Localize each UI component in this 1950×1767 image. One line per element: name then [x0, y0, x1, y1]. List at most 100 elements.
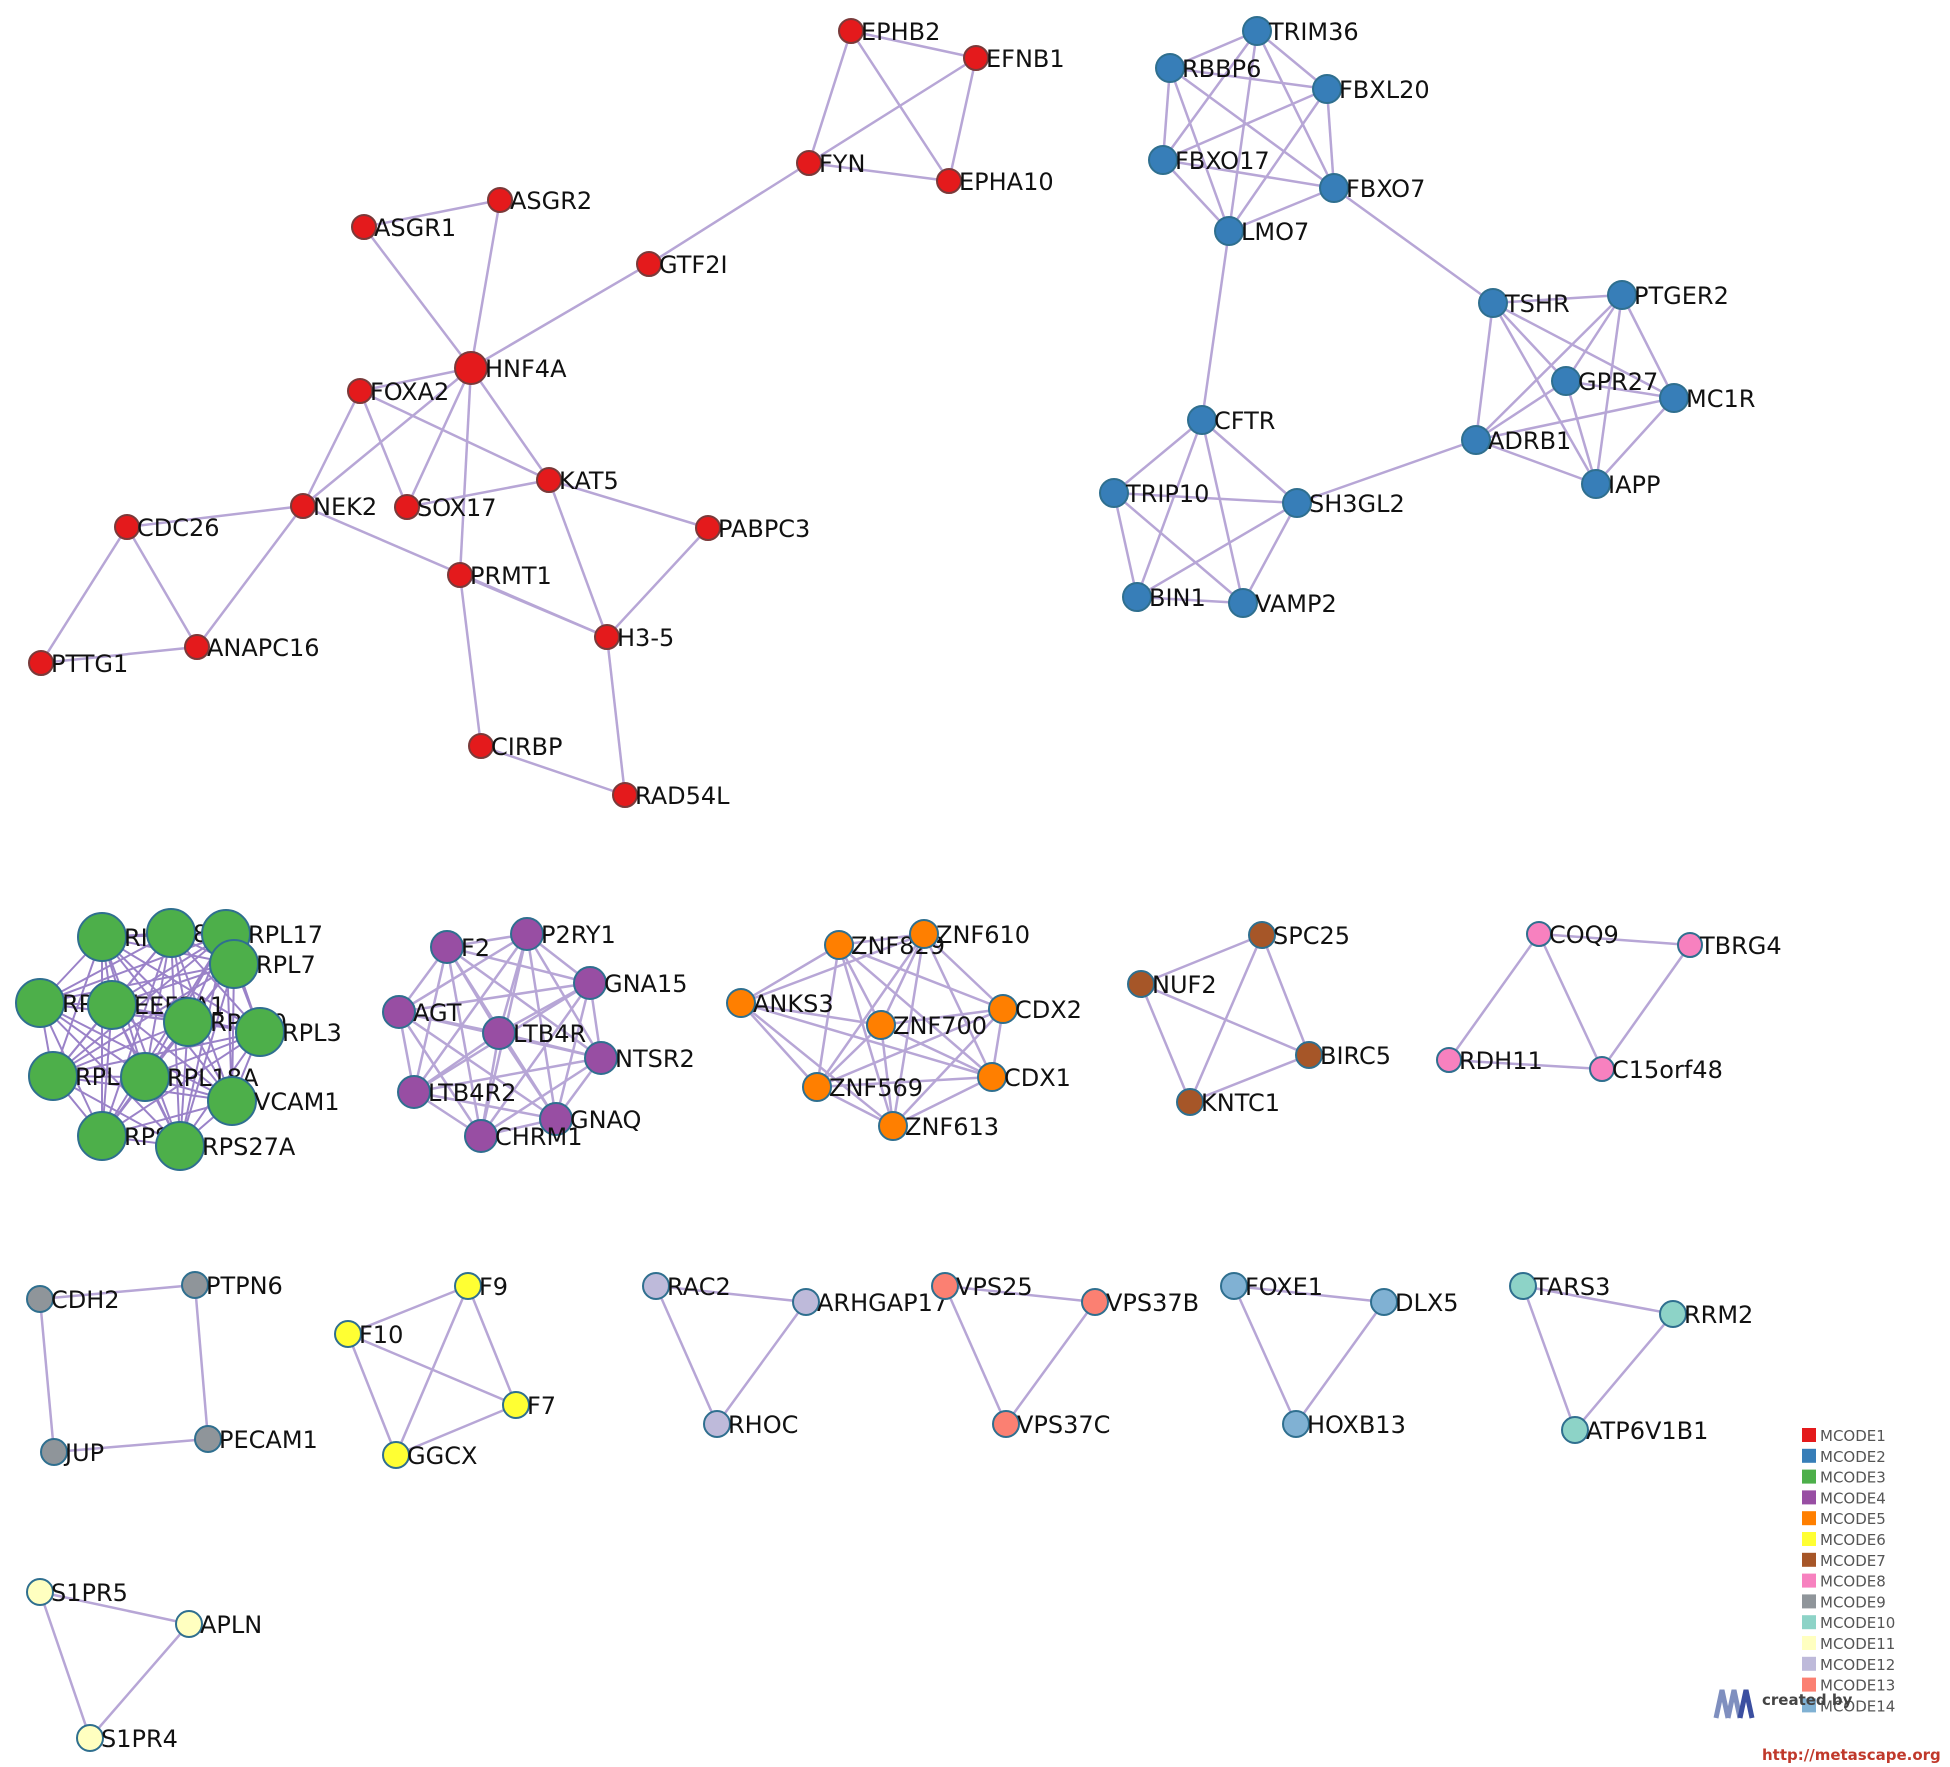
node-circle[interactable]	[454, 351, 488, 385]
node-circle[interactable]	[76, 1724, 104, 1752]
node-tbrg4[interactable]: TBRG4	[1677, 932, 1782, 960]
node-iapp[interactable]: IAPP	[1581, 469, 1660, 499]
node-vps37c[interactable]: VPS37C	[992, 1410, 1110, 1439]
node-gnaq[interactable]: GNAQ	[539, 1102, 641, 1136]
node-circle[interactable]	[1220, 1272, 1248, 1300]
node-anapc16[interactable]: ANAPC16	[184, 634, 320, 662]
node-circle[interactable]	[347, 378, 373, 404]
node-circle[interactable]	[1319, 173, 1349, 203]
node-circle[interactable]	[573, 966, 607, 1000]
node-circle[interactable]	[1589, 1056, 1615, 1082]
node-asgr1[interactable]: ASGR1	[351, 214, 456, 242]
node-circle[interactable]	[1099, 478, 1129, 508]
node-circle[interactable]	[1677, 932, 1703, 958]
node-s1pr5[interactable]: S1PR5	[26, 1578, 128, 1607]
node-rpl18a[interactable]: RPL18A	[120, 1052, 259, 1102]
node-epha10[interactable]: EPHA10	[936, 168, 1054, 196]
node-circle[interactable]	[454, 1272, 482, 1300]
node-circle[interactable]	[866, 1010, 896, 1040]
node-circle[interactable]	[1282, 488, 1312, 518]
node-spc25[interactable]: SPC25	[1248, 921, 1350, 950]
node-c15orf48[interactable]: C15orf48	[1589, 1056, 1723, 1084]
node-cirbp[interactable]: CIRBP	[468, 733, 562, 761]
node-circle[interactable]	[235, 1007, 285, 1057]
credit-url[interactable]: http://metascape.org	[1762, 1746, 1941, 1764]
node-circle[interactable]	[502, 1391, 530, 1419]
node-circle[interactable]	[1127, 970, 1155, 998]
node-circle[interactable]	[977, 1062, 1007, 1092]
node-circle[interactable]	[207, 1076, 257, 1126]
node-znf569[interactable]: ZNF569	[802, 1072, 923, 1102]
node-atp6v1b1[interactable]: ATP6V1B1	[1561, 1416, 1708, 1445]
node-circle[interactable]	[1509, 1272, 1537, 1300]
node-circle[interactable]	[539, 1102, 573, 1136]
node-pecam1[interactable]: PECAM1	[194, 1425, 318, 1454]
node-circle[interactable]	[1214, 216, 1244, 246]
node-circle[interactable]	[382, 995, 416, 1029]
node-fbxl20[interactable]: FBXL20	[1312, 74, 1430, 104]
node-znf613[interactable]: ZNF613	[878, 1111, 999, 1141]
node-gtf2i[interactable]: GTF2I	[636, 251, 728, 279]
node-circle[interactable]	[382, 1441, 410, 1469]
node-chrm1[interactable]: CHRM1	[464, 1119, 582, 1153]
node-lmo7[interactable]: LMO7	[1214, 216, 1309, 246]
node-circle[interactable]	[1187, 405, 1217, 435]
node-circle[interactable]	[510, 917, 544, 951]
node-rps27a[interactable]: RPS27A	[155, 1121, 296, 1171]
node-circle[interactable]	[612, 782, 638, 808]
node-birc5[interactable]: BIRC5	[1295, 1041, 1391, 1070]
node-apln[interactable]: APLN	[175, 1610, 262, 1639]
node-rdh11[interactable]: RDH11	[1436, 1047, 1543, 1075]
node-rbbp6[interactable]: RBBP6	[1155, 53, 1261, 83]
node-adrb1[interactable]: ADRB1	[1461, 425, 1571, 455]
node-circle[interactable]	[1436, 1047, 1462, 1073]
node-circle[interactable]	[1607, 280, 1637, 310]
node-hoxb13[interactable]: HOXB13	[1282, 1410, 1406, 1439]
node-rrm2[interactable]: RRM2	[1659, 1300, 1753, 1329]
node-circle[interactable]	[536, 467, 562, 493]
node-gpr27[interactable]: GPR27	[1551, 366, 1658, 396]
node-circle[interactable]	[936, 168, 962, 194]
node-circle[interactable]	[1561, 1416, 1589, 1444]
node-foxa2[interactable]: FOXA2	[347, 378, 449, 406]
node-f2[interactable]: F2	[430, 930, 490, 964]
node-circle[interactable]	[824, 930, 854, 960]
node-circle[interactable]	[194, 1425, 222, 1453]
node-circle[interactable]	[931, 1272, 959, 1300]
node-circle[interactable]	[1659, 1300, 1687, 1328]
node-tars3[interactable]: TARS3	[1509, 1272, 1610, 1301]
node-cdc26[interactable]: CDC26	[114, 514, 220, 542]
node-circle[interactable]	[40, 1438, 68, 1466]
node-efnb1[interactable]: EFNB1	[963, 45, 1065, 73]
node-rac2[interactable]: RAC2	[642, 1272, 731, 1301]
node-circle[interactable]	[1526, 921, 1552, 947]
node-f10[interactable]: F10	[334, 1320, 403, 1349]
node-fbxo17[interactable]: FBXO17	[1148, 145, 1270, 175]
node-circle[interactable]	[487, 187, 513, 213]
node-trip10[interactable]: TRIP10	[1099, 478, 1209, 508]
node-prmt1[interactable]: PRMT1	[447, 562, 552, 590]
node-cftr[interactable]: CFTR	[1187, 405, 1275, 435]
node-znf610[interactable]: ZNF610	[909, 919, 1030, 949]
node-hnf4a[interactable]: HNF4A	[454, 351, 567, 385]
node-ltb4r2[interactable]: LTB4R2	[397, 1075, 516, 1109]
node-fbxo7[interactable]: FBXO7	[1319, 173, 1425, 203]
node-rpl3[interactable]: RPL3	[235, 1007, 342, 1057]
node-circle[interactable]	[394, 494, 420, 520]
node-circle[interactable]	[334, 1320, 362, 1348]
node-pabpc3[interactable]: PABPC3	[695, 515, 810, 543]
node-circle[interactable]	[1081, 1288, 1109, 1316]
node-circle[interactable]	[26, 1285, 54, 1313]
node-znf700[interactable]: ZNF700	[866, 1010, 987, 1040]
node-circle[interactable]	[796, 150, 822, 176]
node-rhoc[interactable]: RHOC	[703, 1410, 798, 1439]
node-circle[interactable]	[351, 214, 377, 240]
node-circle[interactable]	[1581, 469, 1611, 499]
node-p2ry1[interactable]: P2RY1	[510, 917, 616, 951]
node-circle[interactable]	[726, 988, 756, 1018]
node-circle[interactable]	[430, 930, 464, 964]
node-circle[interactable]	[1370, 1288, 1398, 1316]
node-circle[interactable]	[290, 493, 316, 519]
node-circle[interactable]	[482, 1016, 516, 1050]
node-circle[interactable]	[988, 994, 1018, 1024]
